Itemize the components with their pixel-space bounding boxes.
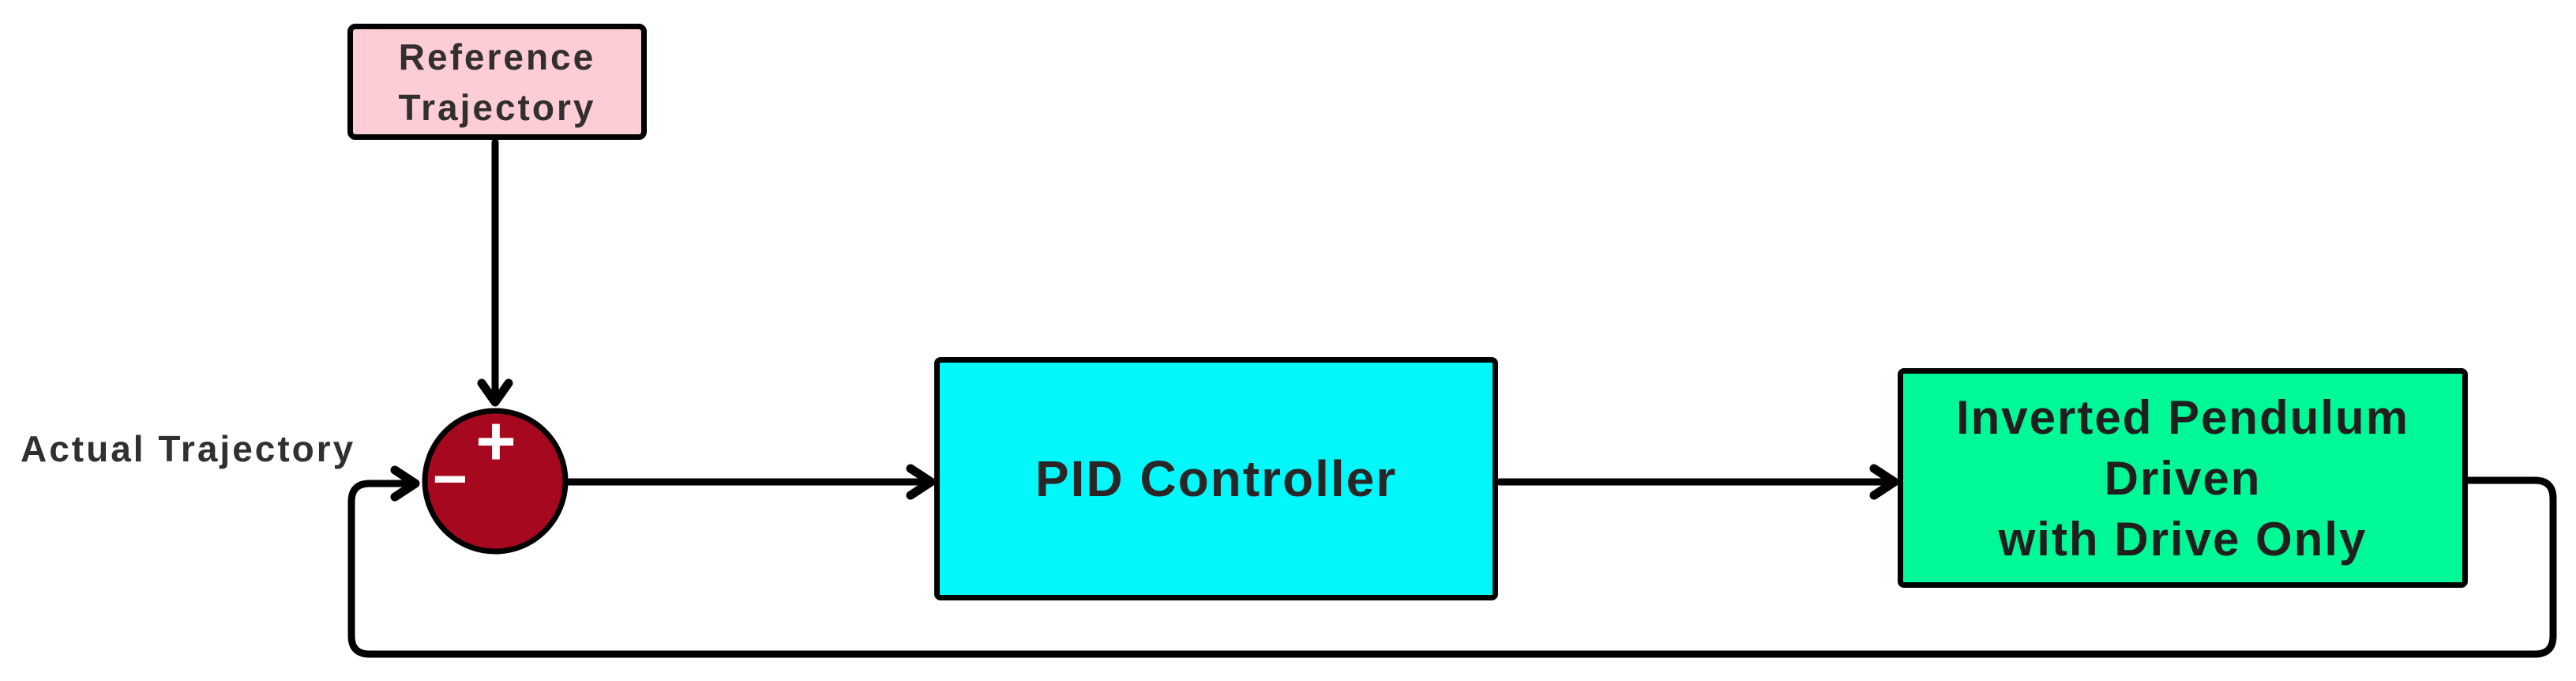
arrowhead-into-plant bbox=[1869, 464, 1899, 500]
reference-trajectory-block: Reference Trajectory bbox=[347, 24, 647, 140]
actual-trajectory-label: Actual Trajectory bbox=[21, 428, 356, 469]
inverted-pendulum-label: Inverted Pendulum Driven with Drive Only bbox=[1955, 390, 2410, 566]
reference-trajectory-label: Reference Trajectory bbox=[398, 36, 596, 128]
summing-junction-circle bbox=[422, 408, 569, 555]
arrowhead-down-into-junction bbox=[477, 378, 513, 407]
minus-sign: − bbox=[432, 445, 468, 513]
inverted-pendulum-block: Inverted Pendulum Driven with Drive Only bbox=[1898, 368, 2468, 588]
arrowhead-into-junction-left bbox=[390, 465, 420, 502]
plus-sign: + bbox=[475, 401, 516, 480]
pid-controller-block: PID Controller bbox=[934, 357, 1498, 600]
pid-controller-label: PID Controller bbox=[1035, 450, 1398, 507]
arrowhead-into-controller bbox=[906, 464, 936, 500]
wire-feedback-loop bbox=[347, 476, 2557, 658]
